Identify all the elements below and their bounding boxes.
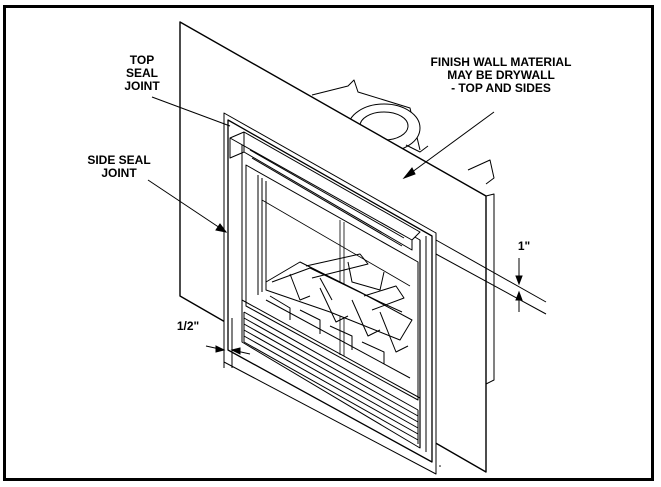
side-seal-leader bbox=[147, 179, 227, 233]
top-hood bbox=[229, 131, 421, 251]
one-inch-label: 1" bbox=[517, 239, 531, 253]
half-inch-dimension bbox=[205, 318, 251, 368]
bottom-louver bbox=[241, 299, 421, 444]
top-seal-leader bbox=[151, 96, 231, 127]
one-inch-dimension bbox=[435, 239, 547, 315]
half-inch-label: 1/2" bbox=[176, 319, 200, 333]
finish-wall-material-label: FINISH WALL MATERIAL MAY BE DRYWALL - TO… bbox=[430, 55, 572, 95]
side-seal-joint-label: SIDE SEAL JOINT bbox=[87, 153, 151, 180]
top-seal-joint-label: TOP SEAL JOINT bbox=[124, 53, 160, 93]
finish-wall-leader bbox=[403, 111, 495, 179]
log-grate bbox=[265, 253, 413, 379]
